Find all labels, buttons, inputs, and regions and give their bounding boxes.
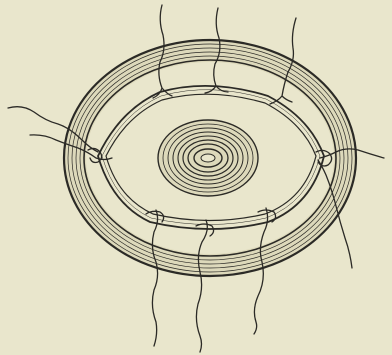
rings <box>64 40 356 276</box>
central-mass <box>158 120 258 196</box>
